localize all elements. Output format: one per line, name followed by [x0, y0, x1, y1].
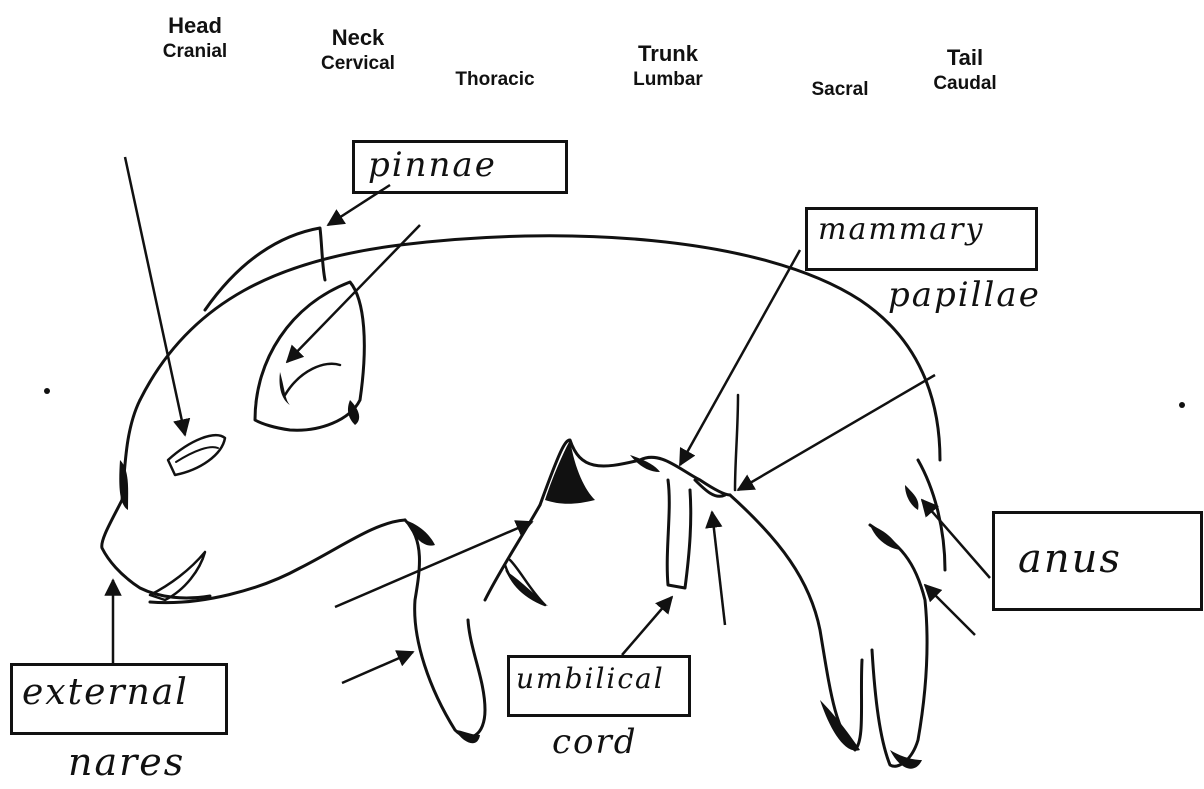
- stray-dot-left: [44, 388, 50, 394]
- anus-label: anus: [1018, 536, 1122, 582]
- pinnae-label: pinnae: [368, 145, 497, 185]
- cord-label: cord: [552, 722, 638, 762]
- external-label: external: [22, 672, 189, 713]
- pig-jaw-outline: [150, 520, 405, 603]
- arrow-pinnae-near: [287, 225, 420, 362]
- arrow-umbilical-2: [712, 512, 725, 625]
- pig-hind-leg-2: [870, 525, 927, 766]
- arrow-umbilical: [622, 597, 672, 655]
- pig-front-leg-2: [485, 505, 540, 600]
- arrow-anus-lower: [925, 585, 975, 635]
- pig-ear-far: [205, 228, 325, 310]
- pig-eye: [168, 435, 225, 475]
- pig-umbilical-cord: [667, 480, 691, 588]
- stray-dot-right: [1179, 402, 1185, 408]
- pig-tail: [918, 460, 945, 570]
- pig-head-outline: [102, 400, 210, 598]
- arrow-mammary: [680, 250, 800, 465]
- pig-mouth: [150, 552, 205, 600]
- arrow-eye: [125, 157, 185, 435]
- mammary-label: mammary: [818, 212, 984, 247]
- arrow-side: [738, 375, 935, 490]
- papillae-label: papillae: [888, 275, 1041, 315]
- arrow-foreleg-lower: [342, 652, 413, 683]
- pig-mammary-papilla: [695, 480, 725, 496]
- pig-ear-near: [255, 282, 364, 430]
- pig-front-leg-1: [405, 520, 485, 737]
- umbilical-label: umbilical: [516, 662, 665, 695]
- pig-hind-leg-1: [730, 495, 862, 750]
- arrow-anus-upper: [922, 500, 990, 578]
- nares-label: nares: [68, 740, 185, 784]
- arrow-foreleg-upper: [335, 522, 532, 607]
